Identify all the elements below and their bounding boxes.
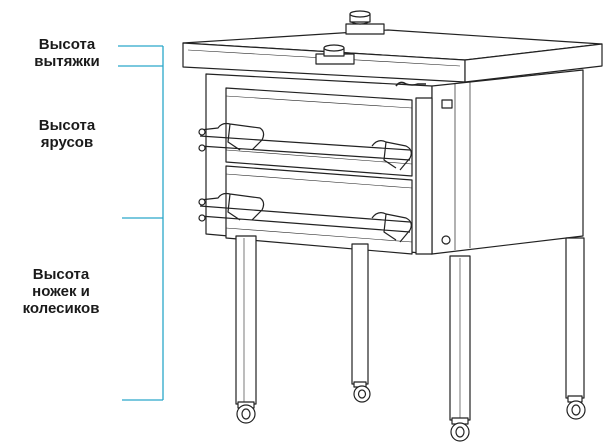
deck-height-line-1: Высота <box>38 117 96 134</box>
caster-front-right <box>450 417 470 442</box>
lower-deck-door <box>225 165 413 255</box>
leg-back-left <box>351 243 369 385</box>
legs-height-line-1: Высота <box>32 266 90 283</box>
caster-back-left <box>353 381 371 403</box>
brand-logo <box>395 81 426 87</box>
control-knob <box>441 235 451 245</box>
deck-height-label: Высота ярусов <box>18 117 116 151</box>
legs-height-label: Высота ножек и колесиков <box>4 266 118 317</box>
leg-front-left <box>235 235 257 405</box>
hood-height-line-1: Высота <box>38 36 96 53</box>
flue-back <box>345 10 385 35</box>
upper-door-handle <box>199 122 412 171</box>
caster-front-left <box>236 401 256 424</box>
casters <box>236 381 586 442</box>
legs-height-line-2: ножек и <box>32 283 90 300</box>
hood-height-line-2: вытяжки <box>34 53 100 70</box>
legs-height-line-3: колесиков <box>22 300 100 317</box>
legs <box>235 235 585 421</box>
leg-back-right <box>565 237 585 399</box>
lower-door-handle <box>199 192 412 243</box>
caster-back-right <box>566 395 586 420</box>
hood-side <box>464 43 603 83</box>
deck-height-line-2: ярусов <box>40 134 94 151</box>
flue-front <box>315 44 355 65</box>
upper-deck-door <box>225 87 413 177</box>
oven <box>182 10 603 442</box>
dimension-lines <box>118 45 164 401</box>
hood-height-label: Высота вытяжки <box>18 36 116 70</box>
control-panel <box>415 97 433 255</box>
